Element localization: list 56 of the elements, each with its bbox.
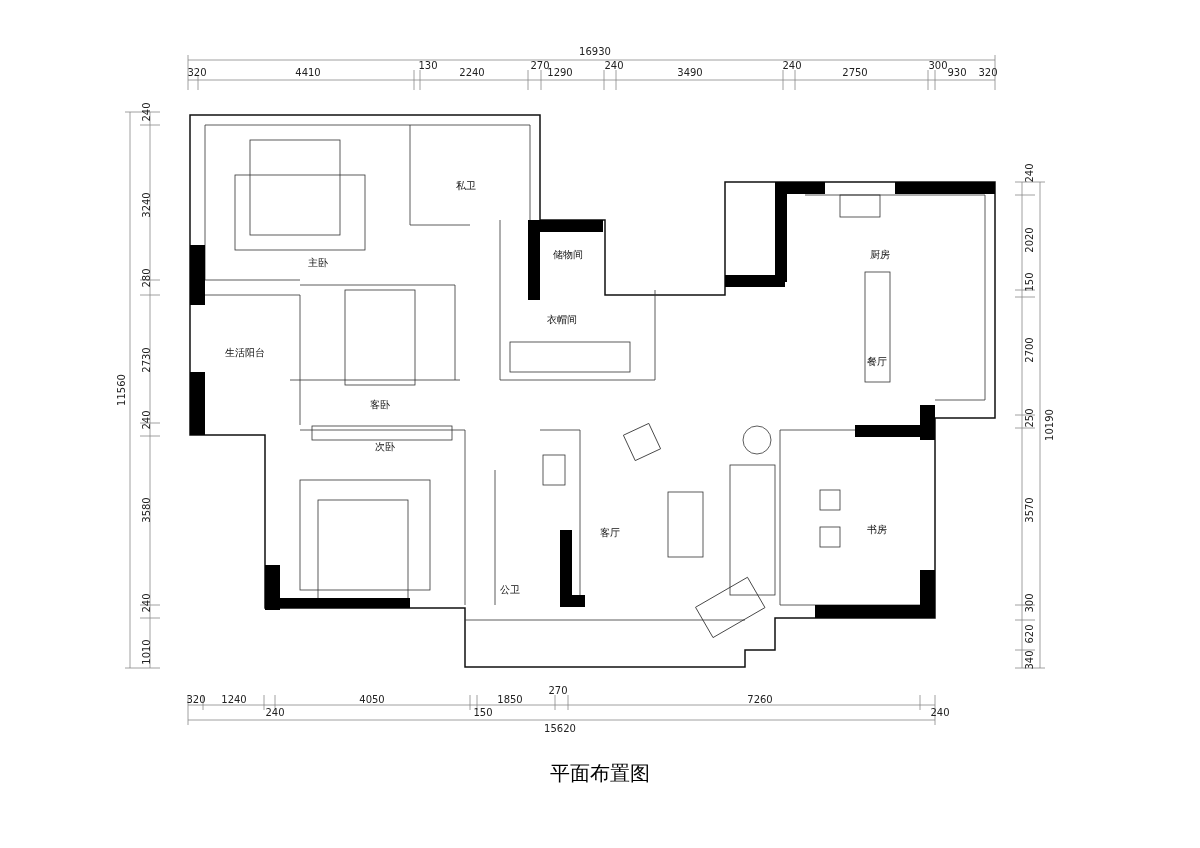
dimension-label: 280 bbox=[142, 268, 152, 288]
dimension-label: 7260 bbox=[747, 695, 773, 705]
dimension-label: 2020 bbox=[1025, 227, 1035, 253]
dimension-label: 1240 bbox=[221, 695, 247, 705]
dimension-label: 10190 bbox=[1045, 409, 1055, 441]
dimension-label: 3570 bbox=[1025, 497, 1035, 523]
dimension-label: 2750 bbox=[842, 68, 868, 78]
room-label: 餐厅 bbox=[867, 357, 887, 367]
dimension-label: 300 bbox=[1025, 593, 1035, 613]
dimension-label: 240 bbox=[930, 708, 950, 718]
dimension-label: 2700 bbox=[1025, 337, 1035, 363]
dimension-label: 240 bbox=[142, 593, 152, 613]
dimension-label: 150 bbox=[473, 708, 493, 718]
dimension-label: 1850 bbox=[497, 695, 523, 705]
room-label: 主卧 bbox=[308, 258, 328, 268]
dimension-label: 240 bbox=[782, 61, 802, 71]
caption: 平面布置图 bbox=[550, 759, 650, 787]
dimension-label: 300 bbox=[928, 61, 948, 71]
dimension-label: 2240 bbox=[459, 68, 485, 78]
room-label: 厨房 bbox=[870, 250, 890, 260]
dimension-label: 1010 bbox=[142, 639, 152, 665]
dimension-label: 320 bbox=[187, 68, 207, 78]
dimension-label: 240 bbox=[604, 61, 624, 71]
dimension-label: 240 bbox=[142, 102, 152, 122]
dimension-label: 320 bbox=[978, 68, 998, 78]
dimension-label: 270 bbox=[548, 686, 568, 696]
dimension-label: 130 bbox=[418, 61, 438, 71]
dimension-label: 3580 bbox=[142, 497, 152, 523]
dimension-label: 620 bbox=[1025, 624, 1035, 644]
room-label: 客卧 bbox=[370, 400, 390, 410]
dimension-label: 340 bbox=[1025, 650, 1035, 670]
dimension-label: 3490 bbox=[677, 68, 703, 78]
dimension-label: 2730 bbox=[142, 347, 152, 373]
dimension-label: 16930 bbox=[579, 47, 611, 57]
room-label: 私卫 bbox=[456, 181, 476, 191]
dimension-label: 15620 bbox=[544, 724, 576, 734]
dimension-label: 150 bbox=[1025, 272, 1035, 292]
dimension-label: 4410 bbox=[295, 68, 321, 78]
room-label: 次卧 bbox=[375, 442, 395, 452]
room-label: 储物间 bbox=[553, 250, 583, 260]
dimension-label: 3240 bbox=[142, 192, 152, 218]
dimension-label: 240 bbox=[1025, 163, 1035, 183]
dimension-label: 11560 bbox=[117, 374, 127, 406]
dimension-label: 250 bbox=[1025, 408, 1035, 428]
room-label: 公卫 bbox=[500, 585, 520, 595]
dimension-label: 4050 bbox=[359, 695, 385, 705]
room-label: 书房 bbox=[867, 525, 887, 535]
dimension-label: 270 bbox=[530, 61, 550, 71]
dimension-label: 320 bbox=[186, 695, 206, 705]
room-label: 客厅 bbox=[600, 528, 620, 538]
dimension-label: 930 bbox=[947, 68, 967, 78]
dimension-label: 240 bbox=[142, 410, 152, 430]
dimension-label: 1290 bbox=[547, 68, 573, 78]
room-label: 衣帽间 bbox=[547, 315, 577, 325]
room-label: 生活阳台 bbox=[225, 348, 265, 358]
dimension-label: 240 bbox=[265, 708, 285, 718]
